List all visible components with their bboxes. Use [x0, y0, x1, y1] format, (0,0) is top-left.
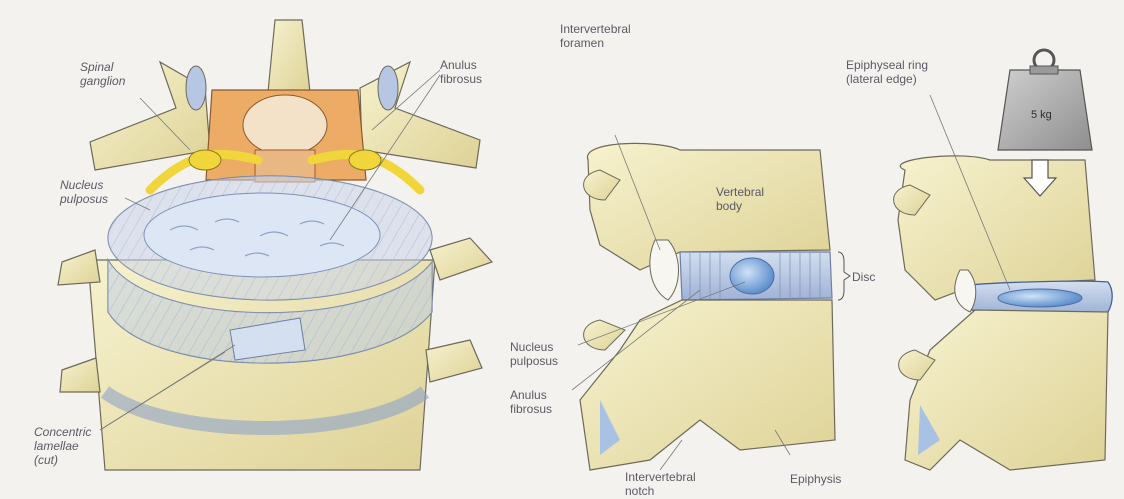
label-intervertebral-foramen: Intervertebral foramen — [560, 22, 631, 50]
label-concentric-lamellae: Concentric lamellae (cut) — [34, 425, 91, 467]
label-weight: 5 kg — [1031, 108, 1052, 122]
label-spinal-ganglion: Spinal ganglion — [80, 60, 125, 88]
right-vertebrae — [894, 50, 1113, 470]
label-anulus-fibrosus-top: Anulus fibrosus — [440, 58, 482, 86]
label-disc: Disc — [852, 270, 875, 284]
label-nucleus-pulposus-left: Nucleus pulposus — [60, 178, 108, 206]
label-vertebral-body: Vertebral body — [716, 185, 764, 213]
label-anulus-fibrosus-mid: Anulus fibrosus — [510, 388, 552, 416]
label-epiphyseal-ring: Epiphyseal ring (lateral edge) — [846, 58, 928, 86]
label-nucleus-pulposus-mid: Nucleus pulposus — [510, 340, 558, 368]
middle-vertebrae — [572, 135, 850, 470]
label-intervertebral-notch: Intervertebral notch — [625, 470, 696, 498]
label-epiphysis: Epiphysis — [790, 472, 841, 486]
